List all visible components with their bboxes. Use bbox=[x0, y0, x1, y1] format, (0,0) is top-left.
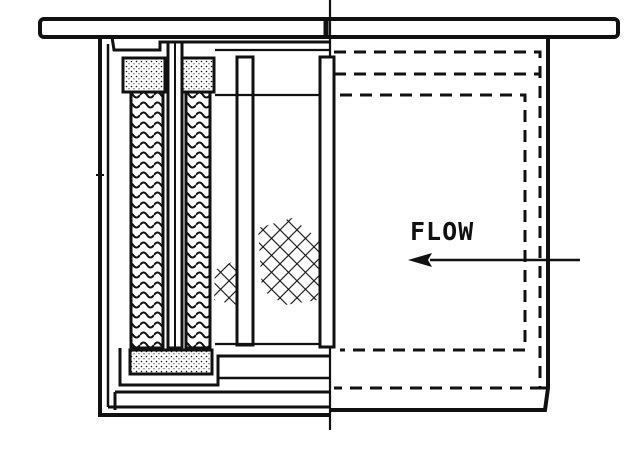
flow-label: FLOW bbox=[410, 217, 474, 246]
pleat-media-right bbox=[184, 90, 212, 350]
mesh-screen bbox=[214, 218, 320, 305]
housing bbox=[38, 0, 620, 430]
hidden-outer bbox=[334, 50, 542, 390]
bottom-retainer bbox=[118, 348, 330, 387]
top-seal-left bbox=[121, 56, 167, 94]
bottom-seal bbox=[128, 348, 214, 376]
flow-arrow bbox=[408, 253, 580, 267]
top-seal-right bbox=[178, 56, 216, 94]
support-rod bbox=[235, 55, 255, 347]
top-lip bbox=[100, 35, 330, 52]
left-outer-wall bbox=[98, 37, 330, 417]
right-housing bbox=[330, 37, 550, 412]
filter-element bbox=[118, 40, 330, 387]
bottom-base bbox=[108, 390, 330, 410]
hidden-housing bbox=[334, 50, 542, 390]
center-post bbox=[318, 55, 336, 349]
pleat-media-left bbox=[129, 90, 165, 350]
